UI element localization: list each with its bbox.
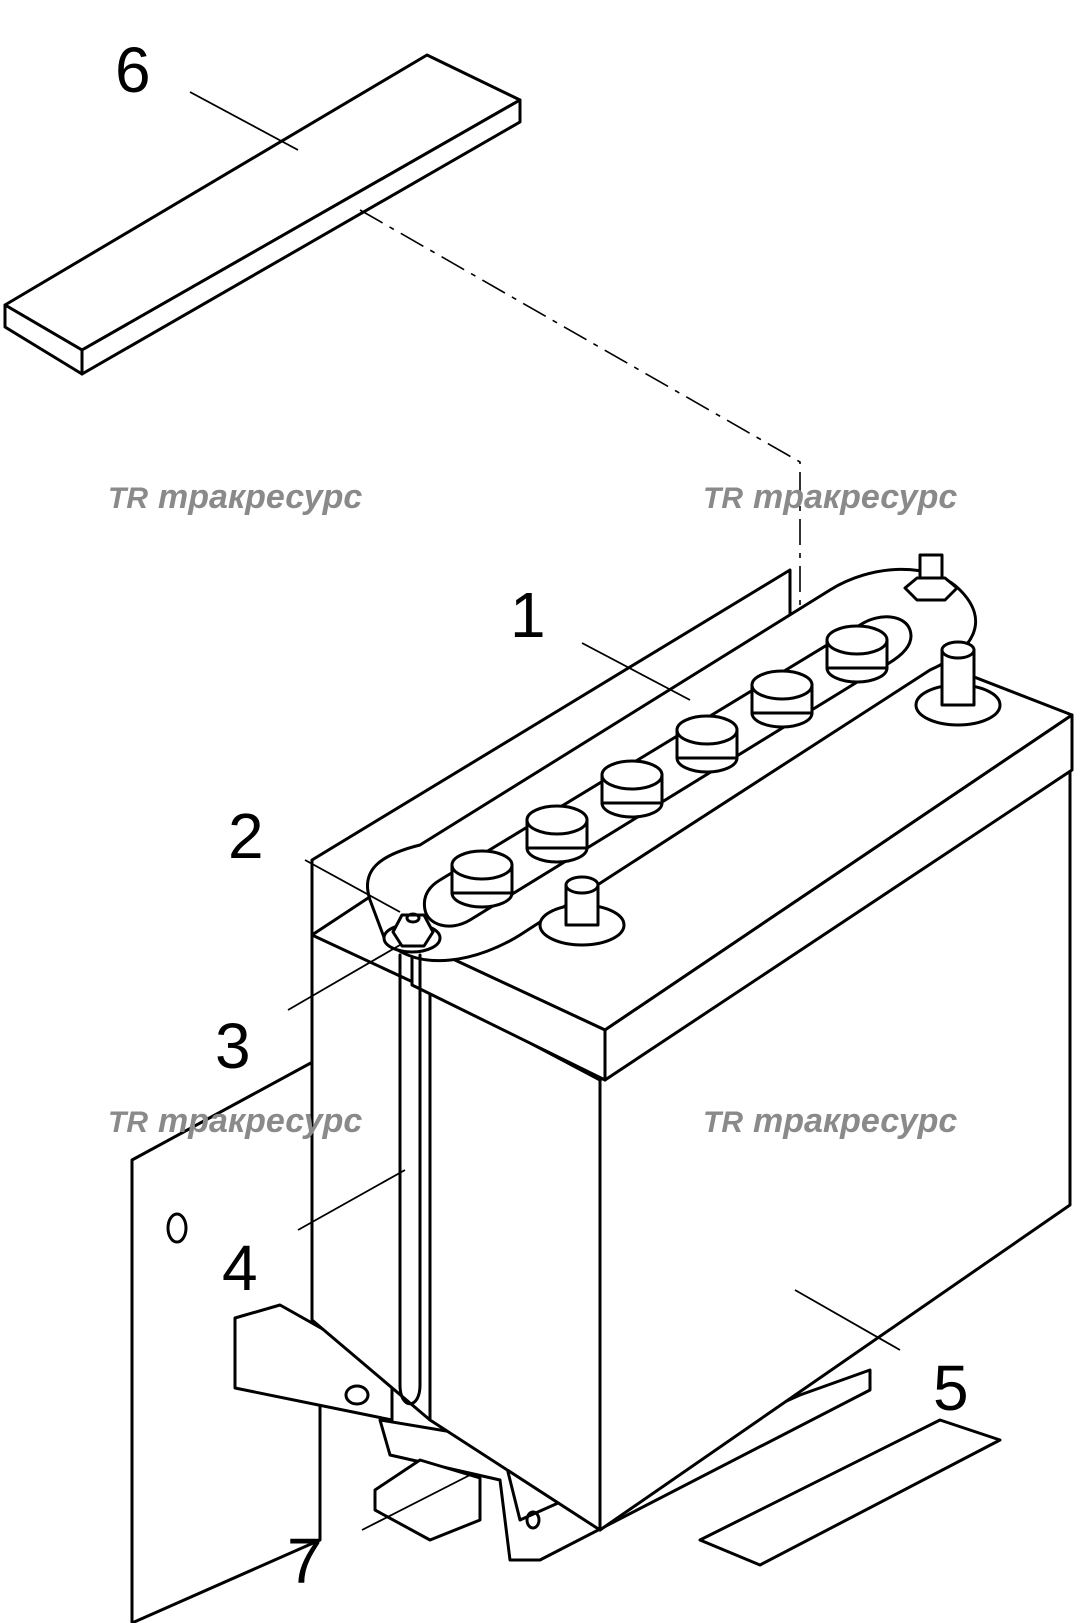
terminal-right (914, 640, 1002, 727)
svg-text:TR: TR (703, 1106, 743, 1139)
part-4-rod (398, 953, 422, 1406)
svg-text:TR: TR (703, 482, 743, 515)
part-6-pad (3, 53, 522, 376)
callout-5: 5 (933, 1352, 969, 1424)
svg-text:TR: TR (108, 482, 148, 515)
svg-text:тракресурс: тракресурс (158, 478, 362, 516)
assembly-centerline (359, 209, 801, 660)
watermark-3: TR тракресурс (108, 1102, 362, 1140)
svg-text:тракресурс: тракресурс (158, 1102, 362, 1140)
part-1-hold-down-frame (366, 553, 1002, 962)
callout-3: 3 (215, 1010, 251, 1082)
watermark-4: TR тракресурс (703, 1102, 957, 1140)
callout-4: 4 (222, 1232, 258, 1304)
svg-text:тракресурс: тракресурс (753, 478, 957, 516)
callout-2: 2 (228, 800, 264, 872)
watermark-2: TR тракресурс (703, 478, 957, 516)
callout-1: 1 (510, 579, 546, 651)
callout-7: 7 (287, 1525, 323, 1597)
terminal-left (538, 875, 626, 947)
cell-caps (450, 624, 889, 909)
part-7-bracket (130, 1056, 1002, 1623)
svg-text:тракресурс: тракресурс (753, 1102, 957, 1140)
top-stud-nut (903, 553, 959, 602)
leader-lines (189, 91, 901, 1531)
svg-text:TR: TR (108, 1106, 148, 1139)
callout-6: 6 (115, 34, 151, 106)
watermark-1: TR тракресурс (108, 478, 362, 516)
part-2-3-nut-washer (382, 912, 442, 954)
